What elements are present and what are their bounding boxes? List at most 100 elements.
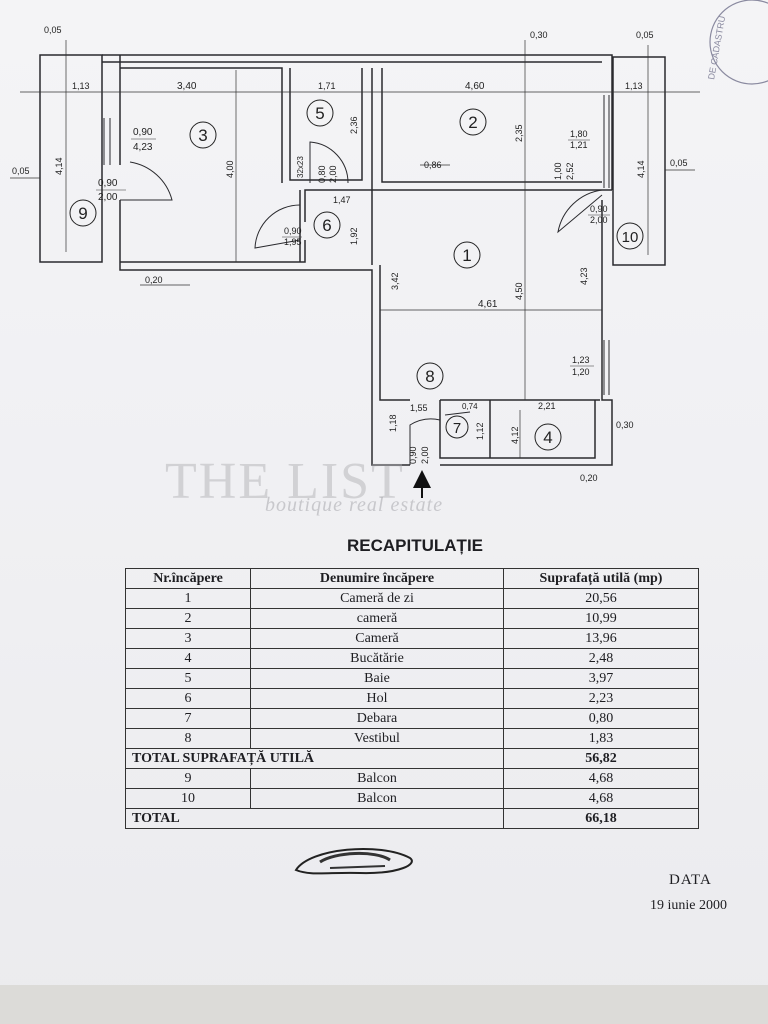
date-value: 19 iunie 2000	[650, 898, 727, 913]
cell-area: 2,23	[503, 688, 699, 709]
total-label: TOTAL	[125, 808, 504, 829]
cell-area: 2,48	[503, 648, 699, 669]
door-swings	[120, 141, 603, 465]
signature-seal	[290, 840, 420, 890]
dim-label: 1,80	[570, 129, 588, 139]
dim-label: 0,90	[590, 204, 608, 214]
dim-label: 4,50	[514, 282, 524, 300]
dim-label: 4,12	[510, 426, 520, 444]
page-fold-strip	[0, 985, 768, 1024]
total-util-row: TOTAL SUPRAFAȚĂ UTILĂ 56,82	[125, 748, 699, 769]
room-number-5: 5	[315, 104, 324, 123]
total-util-label: TOTAL SUPRAFAȚĂ UTILĂ	[125, 748, 504, 769]
cell-no: 3	[125, 628, 251, 649]
dim-label: 0,90	[133, 127, 153, 138]
corner-stamp: DE CADASTRU	[690, 0, 768, 95]
cell-name: Cameră	[250, 628, 504, 649]
cell-area: 20,56	[503, 588, 699, 609]
dim-label: 1,12	[475, 422, 485, 440]
dim-label: 4,23	[579, 267, 589, 285]
stamp-text: DE CADASTRU	[706, 15, 727, 80]
dim-label: 1,21	[570, 140, 588, 150]
dim-label: 2,00	[98, 192, 118, 203]
dim-label: 0,74	[462, 402, 478, 411]
dim-label: 1,20	[572, 367, 590, 377]
recap-title: RECAPITULAȚIE	[347, 536, 483, 555]
dim-label: 2,00	[420, 446, 430, 464]
windows	[103, 95, 610, 395]
entry-arrow-icon	[413, 470, 431, 498]
cell-name: Bucătărie	[250, 648, 504, 669]
dim-label: 2,00	[328, 165, 338, 183]
dim-label: 1,71	[318, 81, 336, 91]
table-header-row: Nr.încăpere Denumire încăpere Suprafață …	[125, 568, 699, 589]
dim-label: 0,05	[636, 30, 654, 40]
dim-label: 3,40	[177, 81, 197, 92]
dimension-labels: 0,05 1,13 3,40 1,71 4,60 1,13 0,30 0,05 …	[12, 25, 688, 483]
dim-label: 1,55	[410, 403, 428, 413]
room-number-1: 1	[462, 246, 471, 265]
dim-label: 1,23	[572, 355, 590, 365]
header-room-name: Denumire încăpere	[250, 568, 504, 589]
room-number-9: 9	[78, 204, 87, 223]
cell-name: Vestibul	[250, 728, 504, 749]
cell-no: 4	[125, 648, 251, 669]
dim-label: 2,36	[349, 116, 359, 134]
dim-label: 4,60	[465, 81, 485, 92]
dim-label: 2,35	[514, 124, 524, 142]
room-number-4: 4	[543, 428, 552, 447]
cell-no: 5	[125, 668, 251, 689]
cell-name: Baie	[250, 668, 504, 689]
cell-name: Balcon	[250, 788, 504, 809]
dim-label: 32x23	[296, 156, 305, 178]
dim-label: 0,05	[44, 25, 62, 35]
dim-label: 0,20	[145, 275, 163, 285]
header-room-no: Nr.încăpere	[125, 568, 251, 589]
dim-label: 1,13	[625, 81, 643, 91]
cell-name: Debara	[250, 708, 504, 729]
dim-label: 1,47	[333, 195, 351, 205]
room-number-8: 8	[425, 367, 434, 386]
watermark-sub: boutique real estate	[265, 494, 444, 516]
cell-no: 6	[125, 688, 251, 709]
dim-label: 0,20	[580, 473, 598, 483]
cell-name: Balcon	[250, 768, 504, 789]
room-number-7: 7	[453, 420, 461, 437]
cell-area: 3,97	[503, 668, 699, 689]
cell-no: 10	[125, 788, 251, 809]
dim-label: 1,00	[553, 162, 563, 180]
total-value: 66,18	[503, 808, 699, 829]
cell-no: 1	[125, 588, 251, 609]
room-number-6: 6	[322, 216, 331, 235]
cell-name: Cameră de zi	[250, 588, 504, 609]
room-numbers: 1 2 3 4 5 6 7 8 9 10	[78, 104, 638, 447]
watermark-main: THE LIST	[165, 453, 405, 510]
room-circles	[69, 99, 644, 451]
dim-label: 1,92	[349, 227, 359, 245]
watermark: THE LIST boutique real estate	[165, 452, 585, 532]
cell-name: cameră	[250, 608, 504, 629]
dim-label: 0,90	[284, 226, 302, 236]
dim-label: 3,42	[390, 272, 400, 290]
dim-label: 0,05	[12, 166, 30, 176]
cell-name: Hol	[250, 688, 504, 709]
cell-area: 10,99	[503, 608, 699, 629]
dim-label: 0,80	[317, 165, 327, 183]
dim-label: 2,21	[538, 401, 556, 411]
room-number-3: 3	[198, 126, 207, 145]
dim-label: 4,23	[133, 142, 153, 153]
dim-label: 0,30	[530, 30, 548, 40]
dim-label: 0,05	[670, 158, 688, 168]
room-number-2: 2	[468, 113, 477, 132]
cell-area: 4,68	[503, 788, 699, 809]
date-label: DATA	[669, 872, 712, 888]
room-number-10: 10	[622, 229, 639, 246]
